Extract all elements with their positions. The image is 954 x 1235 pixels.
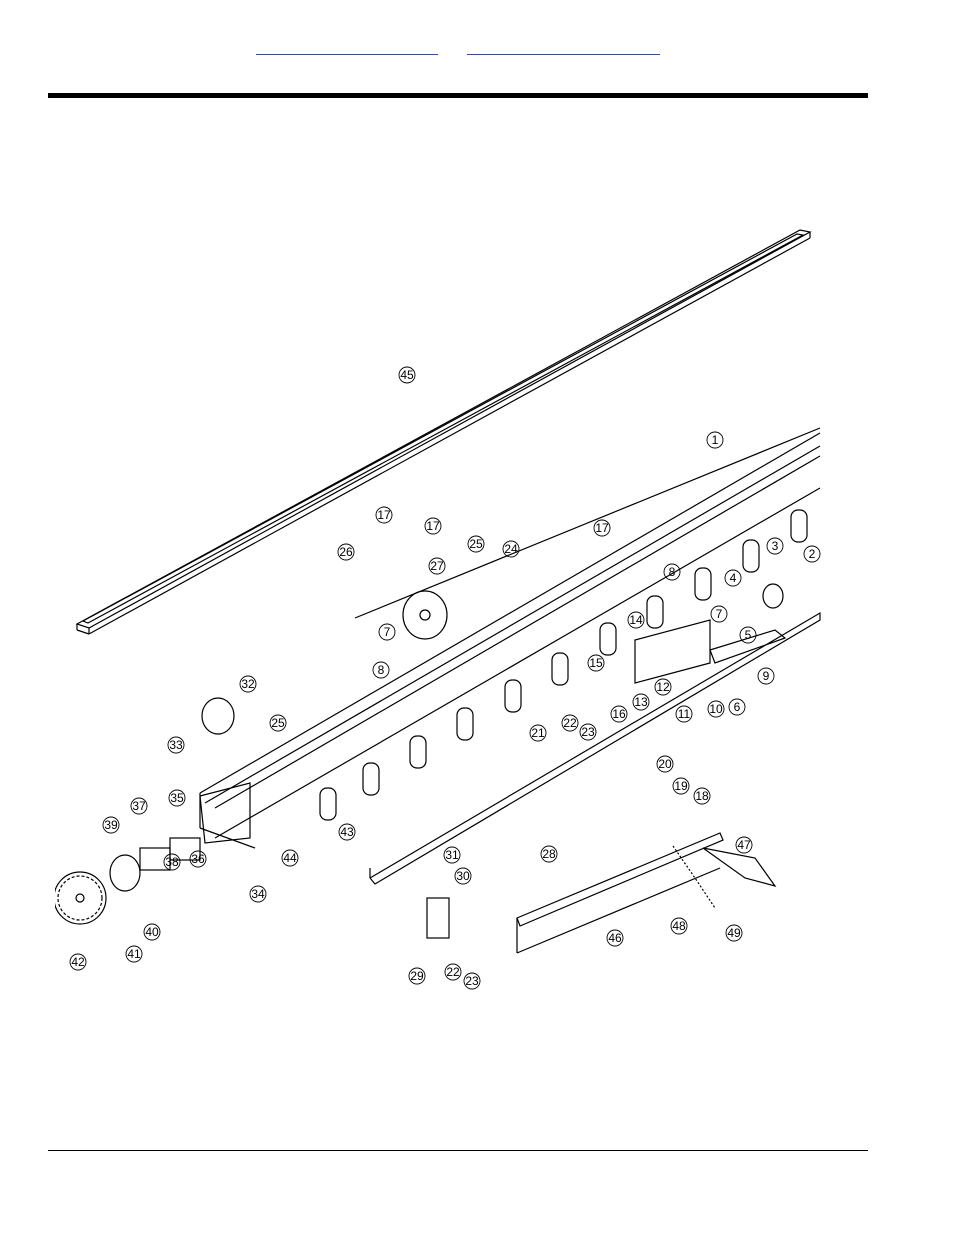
callout-21: 21 xyxy=(531,726,545,740)
callout-7a: 7 xyxy=(716,607,723,621)
callout-36: 36 xyxy=(191,852,205,866)
callout-45: 45 xyxy=(400,368,414,382)
callout-4: 4 xyxy=(730,571,737,585)
callout-27: 27 xyxy=(430,559,444,573)
callout-49: 49 xyxy=(727,926,741,940)
callout-24: 24 xyxy=(504,542,518,556)
callout-39: 39 xyxy=(104,818,118,832)
callout-11: 11 xyxy=(678,707,691,721)
mount-block xyxy=(634,619,711,684)
bracket-part xyxy=(702,847,777,888)
callout-13: 13 xyxy=(634,695,648,709)
callout-18: 18 xyxy=(695,789,709,803)
main-channel xyxy=(199,427,821,849)
callout-25b: 25 xyxy=(271,716,285,730)
callout-32: 32 xyxy=(241,677,255,691)
callout-31: 31 xyxy=(445,848,459,862)
callout-9: 9 xyxy=(763,669,770,683)
callout-8a: 8 xyxy=(669,565,676,579)
callout-22b: 22 xyxy=(446,965,460,979)
angle-part xyxy=(516,832,724,954)
callout-3: 3 xyxy=(772,539,779,553)
callout-33: 33 xyxy=(169,738,183,752)
callout-37: 37 xyxy=(132,799,146,813)
disc-part xyxy=(402,590,448,640)
arm-part xyxy=(709,629,787,664)
callout-17c: 17 xyxy=(595,521,609,535)
callout-14: 14 xyxy=(629,613,643,627)
callout-17a: 17 xyxy=(377,508,391,522)
rollers xyxy=(319,509,808,821)
footer-rule xyxy=(48,1150,868,1151)
callout-28: 28 xyxy=(542,847,556,861)
callout-43: 43 xyxy=(340,825,354,839)
callout-48: 48 xyxy=(672,919,686,933)
end-plate xyxy=(199,782,251,844)
callout-6: 6 xyxy=(734,700,741,714)
callout-38: 38 xyxy=(165,855,179,869)
callout-10: 10 xyxy=(709,702,723,716)
sprocket xyxy=(55,837,201,925)
callout-20: 20 xyxy=(658,757,672,771)
callout-8b: 8 xyxy=(378,663,385,677)
bracket-lower xyxy=(426,897,450,939)
callout-5: 5 xyxy=(745,628,752,642)
callout-12: 12 xyxy=(656,680,670,694)
callout-46: 46 xyxy=(608,931,622,945)
callout-34: 34 xyxy=(251,887,265,901)
callout-17b: 17 xyxy=(426,519,440,533)
callout-30: 30 xyxy=(456,869,470,883)
callout-35: 35 xyxy=(170,791,184,805)
lower-rail xyxy=(369,611,821,885)
callout-15: 15 xyxy=(589,656,603,670)
callout-23b: 23 xyxy=(465,974,479,988)
callout-40: 40 xyxy=(145,925,159,939)
header-link-1[interactable] xyxy=(256,40,438,55)
callout-2: 2 xyxy=(809,547,816,561)
callout-22a: 22 xyxy=(563,716,577,730)
frame-part xyxy=(75,229,812,635)
callout-23a: 23 xyxy=(581,725,595,739)
callout-16: 16 xyxy=(612,707,626,721)
callout-41: 41 xyxy=(127,947,141,961)
exploded-parts-diagram: 1 2 3 4 5 6 7 7 8 8 9 10 11 12 13 14 15 … xyxy=(55,218,830,1000)
callout-7b: 7 xyxy=(384,625,391,639)
callout-25a: 25 xyxy=(469,537,483,551)
callout-47: 47 xyxy=(737,838,751,852)
header-rule xyxy=(48,93,868,98)
knob-part xyxy=(201,697,235,735)
callout-19: 19 xyxy=(674,779,688,793)
callout-1: 1 xyxy=(712,433,719,447)
callout-42: 42 xyxy=(71,955,85,969)
chain-part xyxy=(672,845,716,909)
callout-44: 44 xyxy=(283,851,297,865)
callout-26: 26 xyxy=(339,545,353,559)
knob-part-right xyxy=(762,583,784,609)
header-link-2[interactable] xyxy=(467,40,660,55)
callout-29: 29 xyxy=(410,969,424,983)
